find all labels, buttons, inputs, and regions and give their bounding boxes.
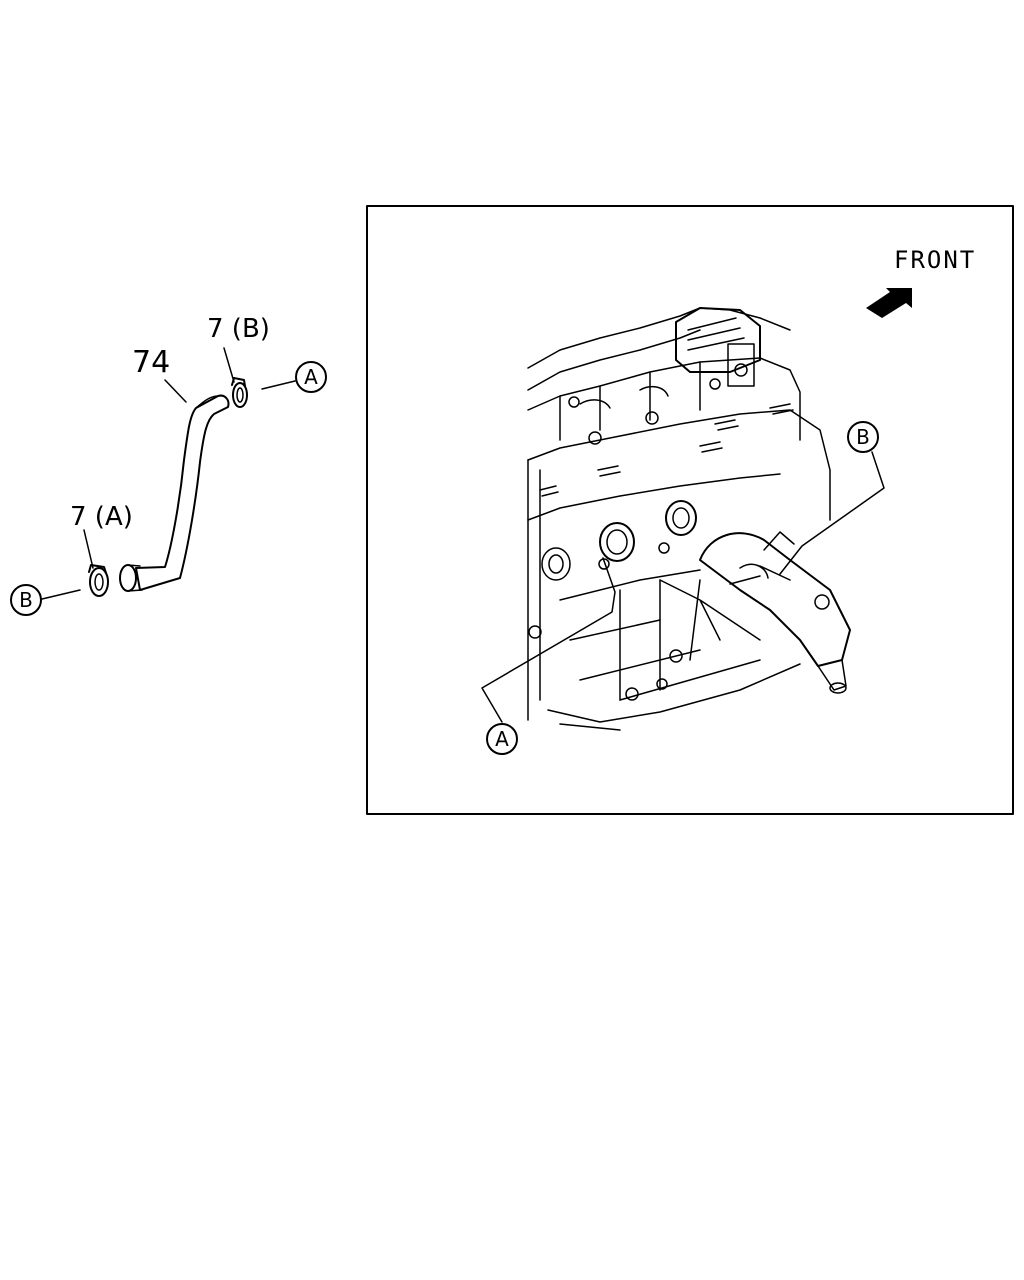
clamp-7b[interactable] (231, 377, 248, 408)
exploded-parts: 74 7 (B) 7 (A) A B (10, 314, 327, 616)
leader-7a (83, 529, 94, 569)
svg-text:A: A (304, 365, 318, 389)
svg-text:A: A (495, 727, 509, 751)
water-outlet (699, 531, 851, 694)
front-label: FRONT (894, 246, 976, 274)
port-ring-left (599, 522, 635, 562)
part-label-7a: 7 (A) (70, 502, 133, 532)
leader-b-left (41, 589, 81, 600)
marker-a-left: A (295, 361, 327, 393)
leader-74 (164, 379, 187, 403)
part-label-7b: 7 (B) (207, 314, 270, 344)
part-number-74: 74 (132, 345, 170, 380)
svg-text:B: B (19, 588, 33, 612)
inset-callout-a: A (481, 557, 616, 755)
inset-view: FRONT (366, 205, 1014, 815)
front-arrow-icon (866, 288, 912, 318)
leader-7b (223, 347, 235, 383)
marker-b-left: B (10, 584, 42, 616)
clamp-7a[interactable] (88, 564, 109, 597)
engine-block-illustration (527, 307, 851, 731)
leader-a-left (261, 380, 296, 390)
hose-74[interactable] (119, 394, 230, 592)
inset-callout-b: B (779, 421, 885, 575)
svg-text:B: B (856, 425, 870, 449)
inset-frame (366, 205, 1014, 815)
port-ring-right (665, 500, 697, 536)
